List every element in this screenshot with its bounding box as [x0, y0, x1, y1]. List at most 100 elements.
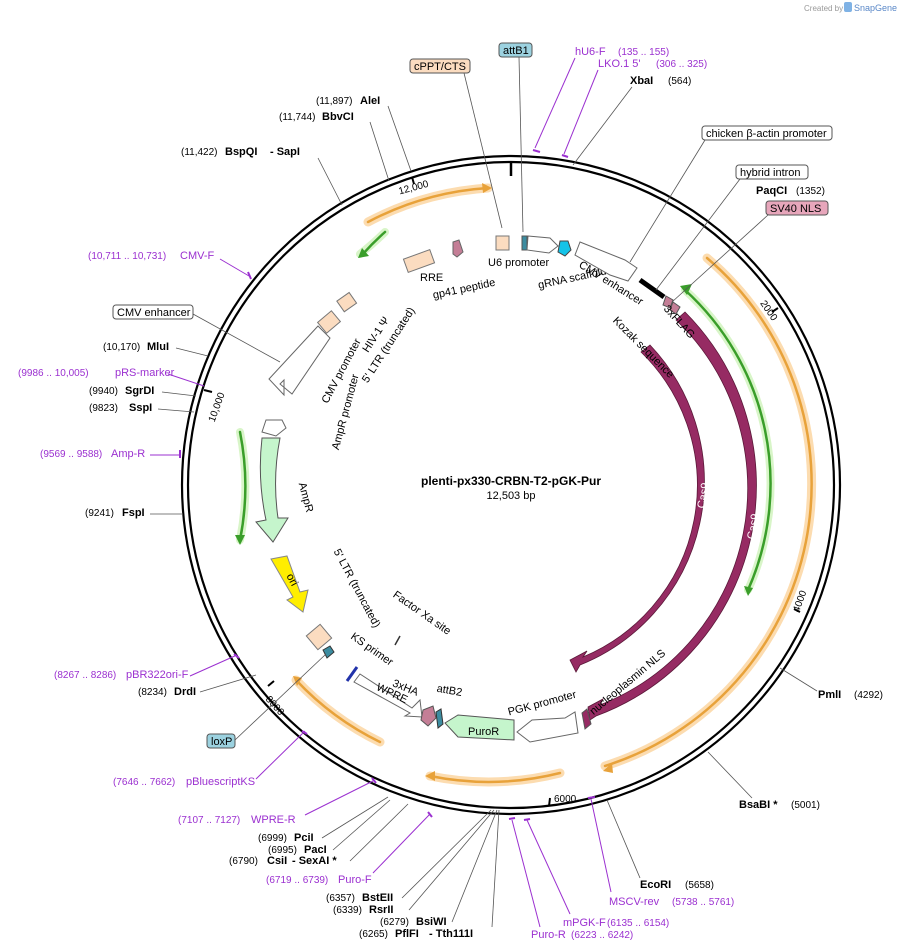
sv40-box: SV40 NLS — [671, 200, 829, 303]
site-paci[interactable]: (6995) PacI — [268, 799, 391, 856]
svg-text:(11,422): (11,422) — [181, 147, 218, 158]
site-csii[interactable]: (6790) CsiI - SexAI * — [229, 803, 409, 867]
flag-feature — [669, 301, 681, 315]
kozak-label: Kozak sequence — [610, 315, 676, 381]
svg-text:(564): (564) — [668, 76, 691, 87]
svg-text:(10,711 .. 10,731): (10,711 .. 10,731) — [88, 251, 166, 262]
tick-marks — [203, 176, 801, 807]
site-drdi[interactable]: (8234) DrdI — [138, 674, 257, 698]
site-bsiwi[interactable]: (6279) BsiWI — [380, 809, 498, 928]
cas9-outer-label: Cas9 — [745, 513, 761, 540]
grna-feature — [557, 240, 572, 257]
site-bsteii[interactable]: (6357) BstEII — [326, 809, 492, 904]
site-pmli[interactable]: PmlI (4292) — [779, 667, 883, 701]
primer-amp-r[interactable]: (9569 .. 9588) Amp-R — [40, 448, 181, 460]
site-bspqi[interactable]: (11,422) BspQI - SapI — [181, 146, 343, 206]
svg-text:(10,170): (10,170) — [103, 342, 140, 353]
cas9-inner-feature — [569, 344, 705, 673]
site-sgrdi[interactable]: (9940) SgrDI — [89, 385, 197, 397]
attb2-feature — [435, 708, 444, 729]
site-fspi[interactable]: (9241) FspI — [85, 507, 183, 519]
site-bsabi[interactable]: BsaBI * (5001) — [707, 751, 820, 811]
cppt-box: cPPT/CTS — [409, 58, 503, 229]
svg-text:(5658): (5658) — [685, 880, 714, 891]
svg-text:RsrII: RsrII — [369, 904, 393, 916]
svg-text:(6135 .. 6154): (6135 .. 6154) — [607, 918, 669, 929]
ltr5-feature — [316, 310, 342, 334]
site-xbai[interactable]: XbaI (564) — [572, 75, 691, 166]
ha-feature — [420, 705, 437, 727]
rre-feature — [402, 248, 436, 274]
sv40-feature — [662, 295, 674, 309]
site-pcii[interactable]: (6999) PciI — [258, 796, 389, 844]
svg-text:(1352): (1352) — [796, 186, 825, 197]
svg-text:MluI: MluI — [147, 341, 169, 353]
svg-text:hU6-F: hU6-F — [575, 46, 606, 58]
svg-text:pBR322ori-F: pBR322ori-F — [126, 669, 189, 681]
site-pflfi[interactable]: (6265) PflFI - Tth111I — [359, 809, 500, 940]
pgk-label: PGK promoter — [507, 689, 578, 719]
primer-puro-r[interactable]: Puro-R (6223 .. 6242) — [508, 817, 633, 941]
cmv-promoter-arrow — [268, 325, 331, 397]
svg-text:CMV enhancer: CMV enhancer — [117, 307, 191, 319]
svg-text:pRS-marker: pRS-marker — [115, 367, 175, 379]
site-sspi[interactable]: (9823) SspI — [89, 402, 195, 414]
svg-text:(9241): (9241) — [85, 508, 114, 519]
svg-text:(11,897): (11,897) — [316, 96, 353, 107]
primer-cmv-f[interactable]: (10,711 .. 10,731) CMV-F — [88, 250, 252, 280]
hiv-psi-feature — [336, 291, 358, 313]
site-bbvci[interactable]: (11,744) BbvCI — [279, 111, 390, 182]
svg-text:(6719 .. 6739): (6719 .. 6739) — [266, 875, 328, 886]
tick-10000: 10,000 — [207, 391, 228, 424]
site-rsrii[interactable]: (6339) RsrII — [333, 809, 495, 916]
tick-6000: 6000 — [554, 794, 577, 805]
cas9-outer-feature — [587, 311, 757, 721]
svg-text:(6223 .. 6242): (6223 .. 6242) — [571, 930, 633, 941]
svg-text:- SexAI *: - SexAI * — [292, 855, 337, 867]
primer-puro-f[interactable]: (6719 .. 6739) Puro-F — [266, 811, 433, 886]
svg-text:(6265): (6265) — [359, 929, 388, 940]
svg-text:Amp-R: Amp-R — [111, 448, 145, 460]
svg-text:PacI: PacI — [304, 844, 327, 856]
svg-text:(7646 .. 7662): (7646 .. 7662) — [113, 777, 175, 788]
primer-hu6-f[interactable]: hU6-F (135 .. 155) — [532, 46, 669, 153]
svg-text:SgrDI: SgrDI — [125, 385, 154, 397]
svg-text:(135 .. 155): (135 .. 155) — [618, 47, 669, 58]
primer-mpgk-f[interactable]: mPGK-F (6135 .. 6154) — [523, 818, 669, 929]
svg-text:SspI: SspI — [129, 402, 152, 414]
svg-text:EcoRI: EcoRI — [640, 879, 671, 891]
u6-label: U6 promoter — [488, 257, 549, 269]
site-ecori[interactable]: EcoRI (5658) — [606, 799, 714, 891]
svg-text:PaqCI: PaqCI — [756, 185, 787, 197]
site-paqci[interactable]: PaqCI (1352) — [756, 185, 825, 197]
svg-text:(6339): (6339) — [333, 905, 362, 916]
ampr-label: AmpR — [296, 481, 316, 514]
backbone-outer — [180, 154, 842, 816]
svg-text:(6999): (6999) — [258, 833, 287, 844]
site-alei[interactable]: (11,897) AleI — [316, 95, 412, 172]
svg-text:mPGK-F: mPGK-F — [563, 917, 606, 929]
site-mlui[interactable]: (10,170) MluI — [103, 341, 209, 357]
primer-pbr322ori-f[interactable]: (8267 .. 8286) pBR322ori-F — [54, 653, 240, 681]
svg-text:WPRE-R: WPRE-R — [251, 814, 296, 826]
svg-text:PmlI: PmlI — [818, 689, 841, 701]
svg-text:(9940): (9940) — [89, 386, 118, 397]
primer-lko1[interactable]: LKO.1 5' (306 .. 325) — [561, 58, 707, 158]
svg-text:PflFI: PflFI — [395, 928, 419, 940]
cmv-promoter-label: CMV promoter — [320, 336, 364, 405]
svg-text:LKO.1 5': LKO.1 5' — [598, 58, 640, 70]
primer-mscv-rev[interactable]: MSCV-rev (5738 .. 5761) — [587, 796, 734, 908]
factorxa-label: Factor Xa site — [390, 589, 452, 638]
primer-pbluescriptks[interactable]: (7646 .. 7662) pBluescriptKS — [113, 730, 308, 788]
attb2-label: attB2 — [436, 683, 463, 699]
factorxa-feature — [394, 635, 401, 646]
primer-prs-marker[interactable]: (9986 .. 10,005) pRS-marker — [18, 367, 205, 387]
svg-text:cPPT/CTS: cPPT/CTS — [414, 61, 466, 73]
svg-text:(6279): (6279) — [380, 917, 409, 928]
puror-label: PuroR — [468, 726, 499, 738]
svg-text:loxP: loxP — [211, 736, 232, 748]
svg-text:XbaI: XbaI — [630, 75, 653, 87]
attb1-box: attB1 — [498, 42, 533, 233]
plasmid-name: plenti-px330-CRBN-T2-pGK-Pur — [421, 474, 601, 488]
primer-wpre-r[interactable]: (7107 .. 7127) WPRE-R — [178, 777, 377, 826]
